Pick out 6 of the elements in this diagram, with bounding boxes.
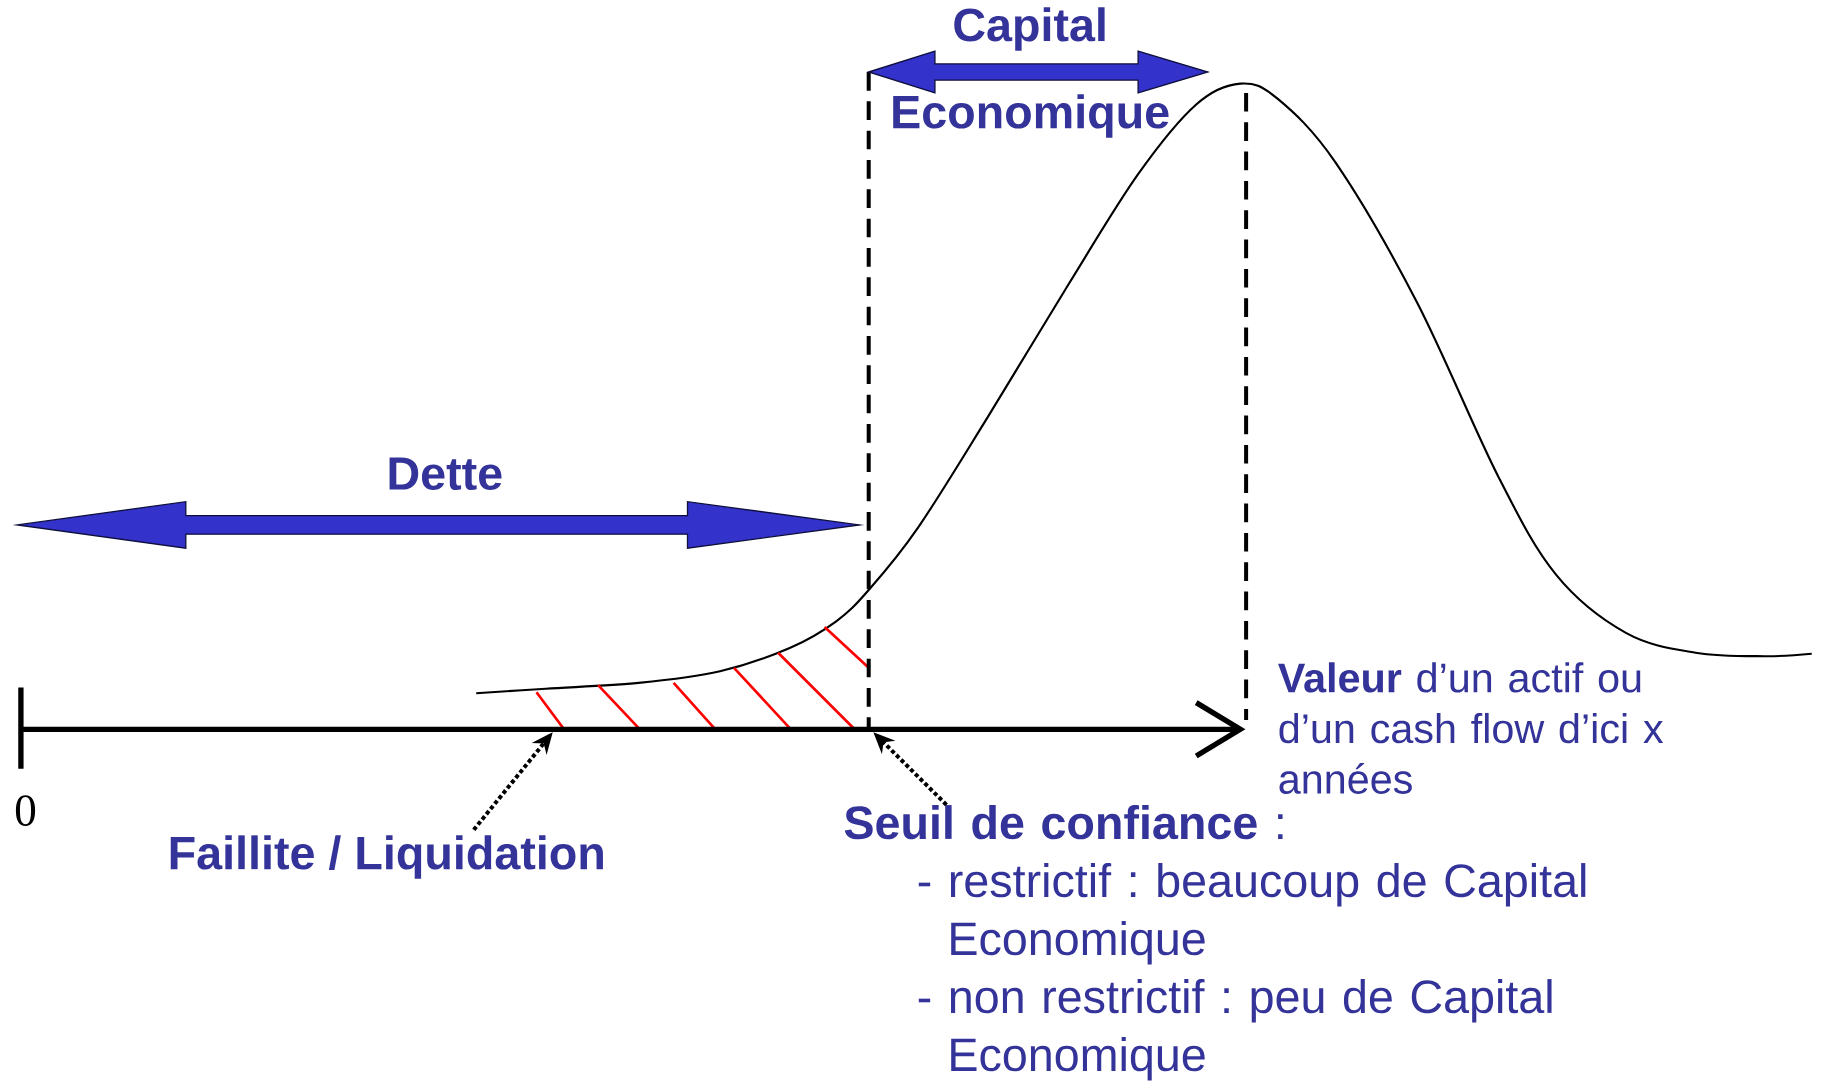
- dimension-label: Capital: [954, 7, 1105, 51]
- annotation-text: Seuil de confiance : - restrictif : beaucoup de Capital Economique - non restrictif : peu de Capital Economique: [844, 805, 1586, 1081]
- annotation-text: Faillite / Liquidation: [170, 835, 603, 879]
- value-axis: [18, 684, 1246, 772]
- dimension-label: Economique: [893, 94, 1169, 138]
- dimension-label: Dette: [389, 457, 502, 491]
